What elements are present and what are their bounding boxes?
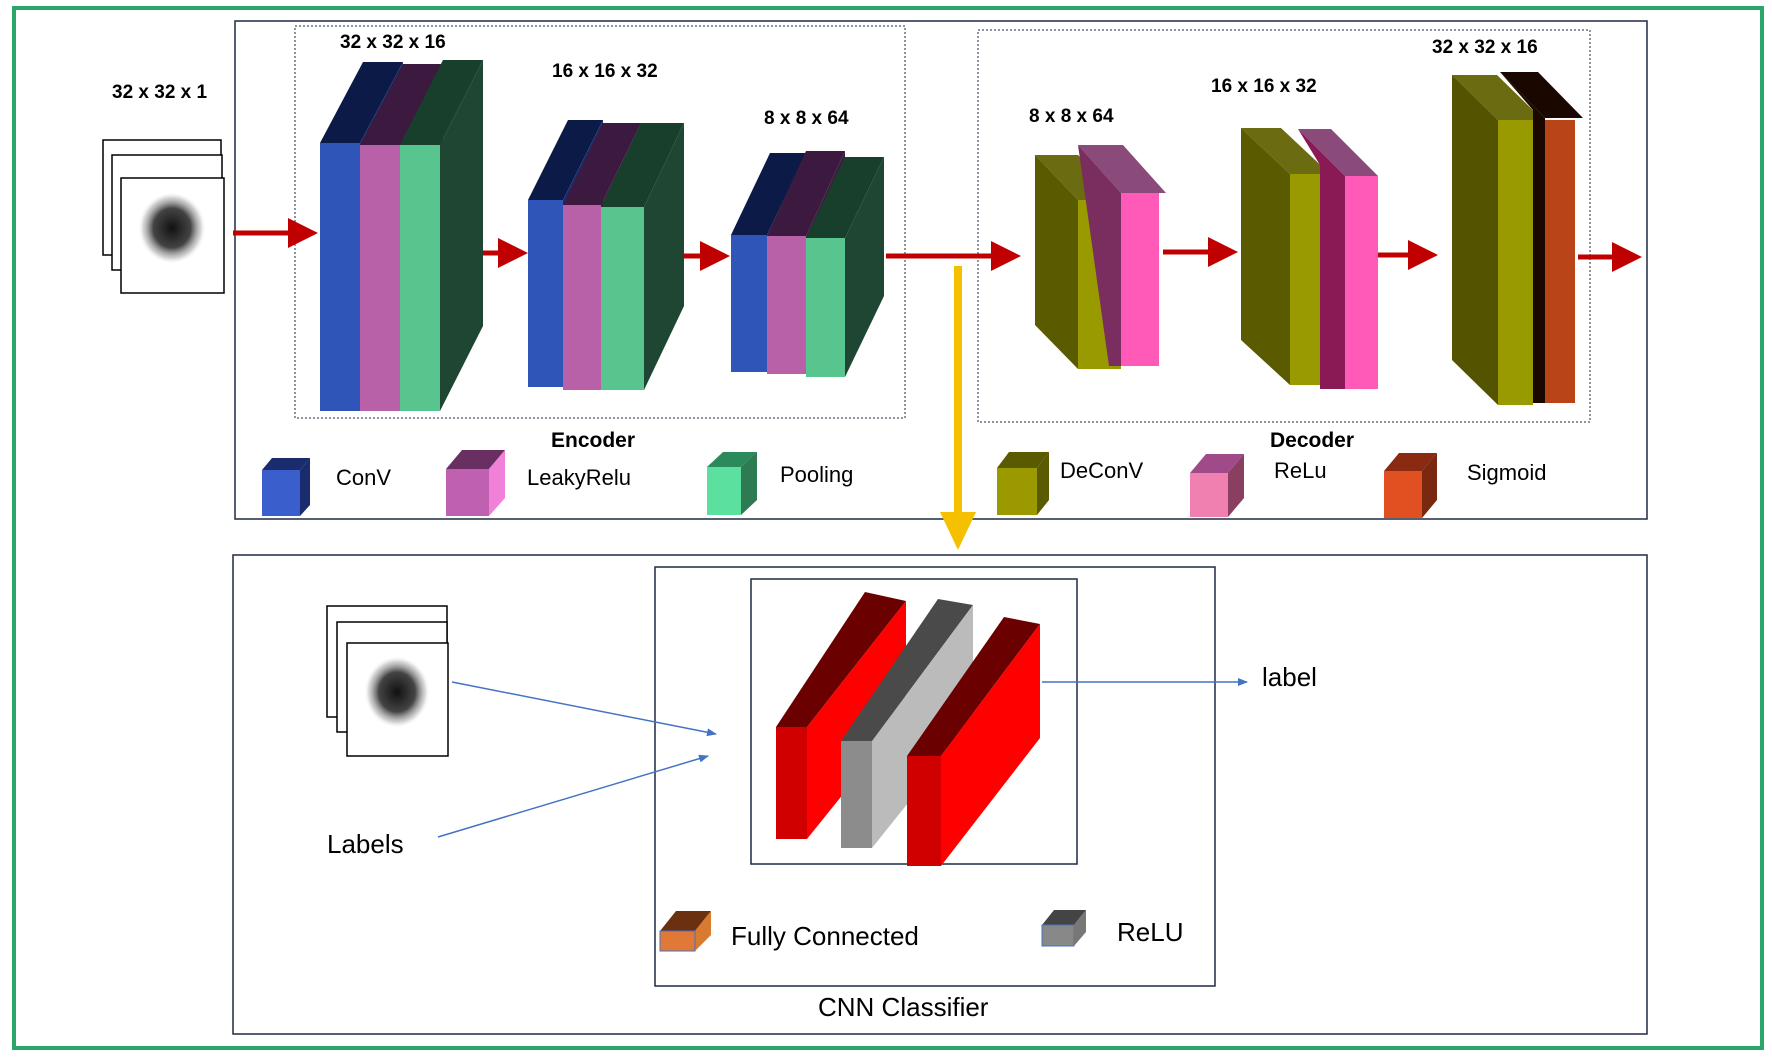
legend-relu-classifier-icon <box>1041 910 1086 947</box>
legend-pooling-label: Pooling <box>780 462 853 487</box>
input-image-stack <box>102 139 225 294</box>
encoder-dims-2: 16 x 16 x 32 <box>552 61 658 82</box>
encoder-dims-3: 8 x 8 x 64 <box>764 108 849 129</box>
encoder-title: Encoder <box>551 429 635 452</box>
branch-arrow <box>940 266 976 550</box>
classifier-title: CNN Classifier <box>818 992 989 1022</box>
legend-relu-label: ReLu <box>1274 458 1327 483</box>
legend-deconv-icon <box>997 452 1049 515</box>
decoder-dims-3: 32 x 32 x 16 <box>1432 37 1538 58</box>
legend-sigmoid-label: Sigmoid <box>1467 460 1546 485</box>
legend-deconv-label: DeConV <box>1060 458 1143 483</box>
decoder-block-1 <box>1035 145 1166 369</box>
outer-frame <box>12 6 1764 1050</box>
classifier-outer-box <box>654 566 1216 987</box>
fc-layer-2 <box>907 617 1040 866</box>
flow-arrows <box>233 218 1642 272</box>
classifier-arrows <box>437 678 1248 838</box>
output-label: label <box>1262 662 1317 692</box>
encoder-block-1 <box>320 60 483 411</box>
encoder-dims-1: 32 x 32 x 16 <box>340 32 446 53</box>
decoder-block-3 <box>1452 72 1583 405</box>
legend-sigmoid-icon <box>1384 453 1437 518</box>
decoder-dims-2: 16 x 16 x 32 <box>1211 76 1317 97</box>
legend-relu-classifier-label: ReLU <box>1117 917 1183 947</box>
relu-layer <box>841 599 973 848</box>
legend-leakyrelu-label: LeakyRelu <box>527 465 631 490</box>
decoder-dims-1: 8 x 8 x 64 <box>1029 106 1114 127</box>
decoder-title: Decoder <box>1270 429 1354 452</box>
encoder-block-2 <box>528 120 684 390</box>
labels-text: Labels <box>327 829 404 859</box>
classifier-input-stack <box>326 605 449 757</box>
legend-pooling-icon <box>707 452 757 515</box>
decoder-block-2 <box>1241 128 1378 389</box>
decoder-box <box>977 29 1591 423</box>
legend-leakyrelu-icon <box>446 450 505 516</box>
legend-conv-label: ConV <box>336 465 391 490</box>
legend-relu-icon <box>1190 454 1244 517</box>
legend-conv-icon <box>262 458 310 516</box>
input-dims: 32 x 32 x 1 <box>112 82 208 103</box>
encoder-block-3 <box>731 151 884 377</box>
legend-fully-connected-icon <box>659 911 711 952</box>
legend-fully-connected-label: Fully Connected <box>731 921 919 951</box>
